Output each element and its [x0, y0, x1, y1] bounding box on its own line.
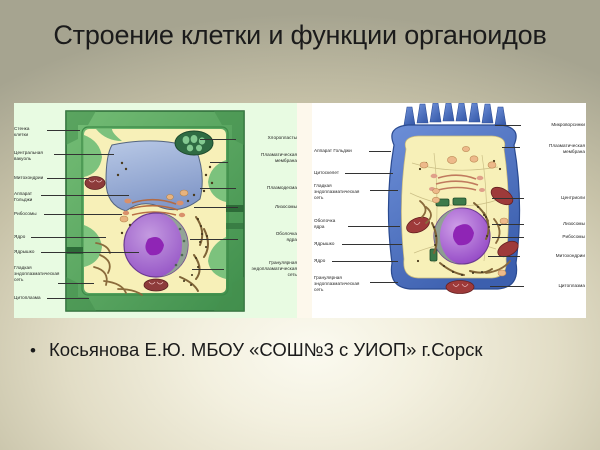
leader-animal-plasma-membrane: [502, 147, 520, 148]
plant-label-plasmodesma: Плазмодесма: [267, 185, 297, 190]
animal-cell-figure: Аппарат Гольджи Цитоскелет Гладкая эндоп…: [312, 103, 586, 318]
slide-title: Строение клетки и функции органоидов: [53, 20, 547, 50]
leader-plant-mitochondria: [47, 178, 89, 179]
animal-label-microvilli: Микроворсинки: [551, 122, 585, 127]
plant-label-cytoplasm: Цитоплазма: [14, 295, 41, 300]
animal-label-golgi: Аппарат Гольджи: [314, 148, 352, 153]
plant-cell-figure: Стенка клетки Центральная вакуоль Митохо…: [14, 103, 297, 318]
animal-label-lysosomes: Лизосомы: [563, 221, 585, 226]
leader-plant-ribosomes: [44, 214, 122, 215]
animal-label-smooth-er: Гладкая эндоплазматическая сеть: [314, 183, 360, 200]
leader-plant-plasmodesma: [200, 188, 236, 189]
animal-cell-illustration: [387, 103, 521, 294]
plant-label-cell-wall: Стенка клетки: [14, 126, 30, 137]
leader-plant-cytoplasm: [47, 298, 89, 299]
plant-label-central-vacuole: Центральная вакуоль: [14, 150, 43, 161]
plant-label-ribosomes: Рибосомы: [14, 211, 37, 216]
leader-plant-lysosomes: [194, 207, 238, 208]
leader-plant-nucleus: [31, 237, 106, 238]
panel-divider: [297, 103, 312, 318]
leader-animal-nucleus: [332, 261, 398, 262]
leader-animal-lysosomes: [492, 224, 524, 225]
plant-label-smooth-er: Гладкая эндоплазматическая сеть: [14, 265, 60, 282]
animal-label-ribosomes: Рибосомы: [562, 234, 585, 239]
leader-plant-smooth-er: [58, 283, 94, 284]
leader-plant-nucleolus: [41, 252, 139, 253]
leader-animal-centrioles: [492, 198, 524, 199]
plant-label-nucleolus: Ядрышко: [14, 249, 35, 254]
leader-plant-plasma-membrane: [210, 162, 228, 163]
leader-plant-cell-wall: [47, 130, 80, 131]
plant-label-lysosomes: Лизосомы: [275, 204, 297, 209]
leader-plant-nuclear-envelope: [190, 239, 238, 240]
animal-label-nuclear-envelope: Оболочка ядра: [314, 218, 336, 229]
animal-label-rough-er: Гранулярная эндоплазматическая сеть: [314, 275, 360, 292]
animal-label-centrioles: Центриоли: [561, 195, 585, 200]
animal-label-cytoplasm: Цитоплазма: [558, 283, 585, 288]
plant-label-golgi: Аппарат Гольджи: [14, 191, 33, 202]
author-credit-text: Косьянова Е.Ю. МБОУ «СОШ№3 с УИОП» г.Сор…: [48, 339, 483, 360]
animal-label-mitochondria: Митохондрии: [555, 253, 585, 258]
leader-animal-ribosomes: [492, 237, 524, 238]
plant-label-chloroplasts: Хлоропласты: [267, 135, 297, 140]
leader-animal-nucleolus: [342, 244, 402, 245]
leader-animal-nuclear-envelope: [348, 226, 400, 227]
plant-label-nucleus: Ядро: [14, 234, 26, 239]
animal-label-nucleolus: Ядрышко: [314, 241, 335, 246]
animal-label-plasma-membrane: Плазматическая мембрана: [549, 143, 585, 154]
leader-plant-golgi: [41, 195, 129, 196]
leader-plant-rough-er: [192, 269, 224, 270]
animal-label-cytoskeleton: Цитоскелет: [314, 170, 340, 175]
leader-plant-vacuole: [54, 154, 114, 155]
leader-animal-mitochondria: [488, 256, 520, 257]
leader-plant-chloroplasts: [200, 139, 236, 140]
leader-animal-cytoskeleton: [345, 173, 393, 174]
author-bullet-row: • Косьянова Е.Ю. МБОУ «СОШ№3 с УИОП» г.С…: [30, 338, 575, 361]
plant-label-rough-er: Гранулярная эндоплазматическая сеть: [251, 260, 297, 277]
leader-animal-rough-er: [370, 282, 398, 283]
leader-animal-golgi: [369, 151, 391, 152]
leader-animal-cytoplasm: [490, 286, 524, 287]
leader-animal-smooth-er: [370, 190, 398, 191]
leader-animal-microvilli: [495, 125, 521, 126]
bullet-marker: •: [30, 341, 36, 360]
plant-label-mitochondria: Митохондрии: [14, 175, 44, 180]
plant-label-plasma-membrane: Плазматическая мембрана: [261, 152, 297, 163]
animal-label-nucleus: Ядро: [314, 258, 326, 263]
plant-label-nuclear-envelope: Оболочка ядра: [275, 231, 297, 242]
plant-cell-illustration: [65, 110, 245, 312]
